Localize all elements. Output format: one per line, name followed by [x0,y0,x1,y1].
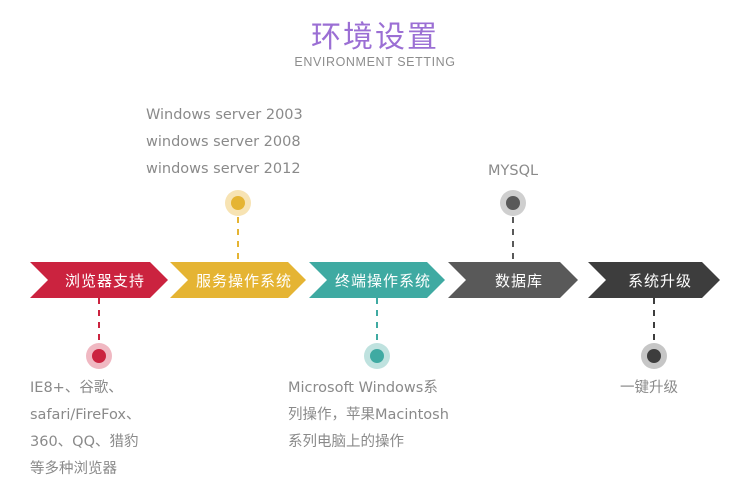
chevron-terminal-os[interactable]: 终端操作系统 [309,262,445,298]
connector-stem-system-upgrade [653,298,655,350]
page-title: 环境设置 [311,20,439,55]
chevron-label-system-upgrade: 系统升级 [627,271,692,290]
connector-dot-database [500,190,526,216]
chevron-label-browser-support: 浏览器支持 [64,271,145,290]
note-server-os: Windows server 2003 windows server 2008 … [146,107,303,177]
connector-dot-core-browser-support [92,349,106,363]
note-database: MYSQL [488,163,539,179]
note-browser-support: IE8+、谷歌、 safari/FireFox、 360、QQ、猎豹 等多种浏览… [30,380,141,477]
connector-dot-terminal-os [364,343,390,369]
connector-dot-core-server-os [231,196,245,210]
chevron-label-terminal-os: 终端操作系统 [334,271,431,290]
connector-dot-core-database [506,196,520,210]
process-chevron-row: 浏览器支持 服务操作系统 终端操作系统 数据库 系统升级 [0,262,750,298]
note-terminal-os: Microsoft Windows系 列操作，苹果Macintosh 系列电脑上… [288,380,449,450]
connector-dot-core-terminal-os [370,349,384,363]
connector-stem-server-os [237,205,239,262]
page-subtitle: ENVIRONMENT SETTING [294,55,456,69]
note-system-upgrade: 一键升级 [620,380,678,396]
connector-stem-terminal-os [376,298,378,350]
connector-stem-browser-support [98,298,100,350]
connector-dot-core-system-upgrade [647,349,661,363]
chevron-server-os[interactable]: 服务操作系统 [170,262,306,298]
chevron-label-server-os: 服务操作系统 [195,271,292,290]
connector-dot-server-os [225,190,251,216]
chevron-label-database: 数据库 [494,271,543,290]
connector-dot-system-upgrade [641,343,667,369]
chevron-system-upgrade[interactable]: 系统升级 [588,262,720,298]
connector-stem-database [512,205,514,262]
connector-dot-browser-support [86,343,112,369]
chevron-browser-support[interactable]: 浏览器支持 [30,262,168,298]
chevron-database[interactable]: 数据库 [448,262,578,298]
